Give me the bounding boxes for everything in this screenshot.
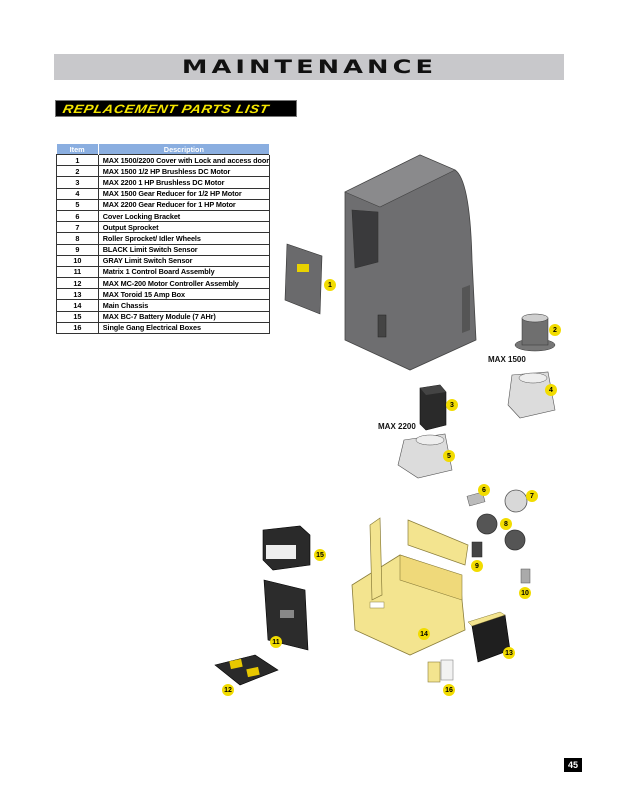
item-description: MAX 2200 1 HP Brushless DC Motor — [97, 176, 271, 189]
black-limit-switch-part — [471, 541, 483, 558]
item-description: MAX 1500 Gear Reducer for 1/2 HP Motor — [97, 187, 271, 200]
callout-11: 11 — [270, 636, 282, 648]
idler-wheel-part — [504, 529, 526, 551]
callout-15: 15 — [314, 549, 326, 561]
item-number: 6 — [56, 209, 99, 223]
control-board-part — [263, 579, 309, 651]
motor-1500-part — [514, 313, 556, 352]
section-heading: REPLACEMENT PARTS LIST — [55, 100, 297, 117]
item-description: Single Gang Electrical Boxes — [97, 321, 271, 335]
callout-9: 9 — [471, 560, 483, 572]
callout-4: 4 — [545, 384, 557, 396]
item-description: BLACK Limit Switch Sensor — [97, 243, 271, 256]
page-number: 45 — [564, 758, 582, 772]
access-door-part — [284, 243, 323, 315]
locking-bracket-part — [466, 491, 486, 507]
column-header-description: Description — [98, 144, 271, 155]
callout-16: 16 — [443, 684, 455, 696]
callout-12: 12 — [222, 684, 234, 696]
column-header-item: Item — [56, 144, 99, 155]
item-number: 1 — [56, 153, 99, 167]
item-description: MAX 1500/2200 Cover with Lock and access… — [97, 153, 271, 167]
callout-6: 6 — [478, 484, 490, 496]
output-sprocket-part — [504, 489, 528, 513]
item-number: 3 — [56, 176, 99, 189]
callout-14: 14 — [418, 628, 430, 640]
callout-1: 1 — [324, 279, 336, 291]
callout-5: 5 — [443, 450, 455, 462]
table-header-row: Item Description — [56, 144, 271, 155]
gray-limit-switch-part — [520, 568, 531, 584]
model-label-max2200: MAX 2200 — [378, 422, 416, 431]
page-header-banner: MAINTENANCE — [54, 54, 564, 80]
item-description: Output Sprocket — [97, 221, 271, 234]
callout-7: 7 — [526, 490, 538, 502]
motor-controller-part — [214, 654, 279, 686]
main-chassis-part — [351, 517, 469, 656]
cover-part — [344, 154, 477, 371]
item-description: Roller Sprocket/ Idler Wheels — [97, 232, 271, 245]
battery-module-part — [262, 525, 311, 571]
item-description: Cover Locking Bracket — [97, 209, 271, 223]
gear-reducer-1500-part — [507, 371, 556, 419]
page-title: MAINTENANCE — [181, 56, 437, 78]
item-description: MAX 2200 Gear Reducer for 1 HP Motor — [97, 198, 271, 211]
gear-reducer-2200-part — [397, 433, 453, 479]
callout-13: 13 — [503, 647, 515, 659]
item-description: MAX 1500 1/2 HP Brushless DC Motor — [97, 165, 271, 178]
electrical-box-part — [440, 659, 454, 681]
callout-3: 3 — [446, 399, 458, 411]
electrical-box-part — [427, 661, 441, 683]
idler-wheel-part — [476, 513, 498, 535]
item-number: 7 — [56, 221, 99, 234]
callout-10: 10 — [519, 587, 531, 599]
motor-2200-part — [419, 384, 447, 431]
callout-2: 2 — [549, 324, 561, 336]
callout-8: 8 — [500, 518, 512, 530]
toroid-box-part — [467, 611, 511, 663]
model-label-max1500: MAX 1500 — [488, 355, 526, 364]
